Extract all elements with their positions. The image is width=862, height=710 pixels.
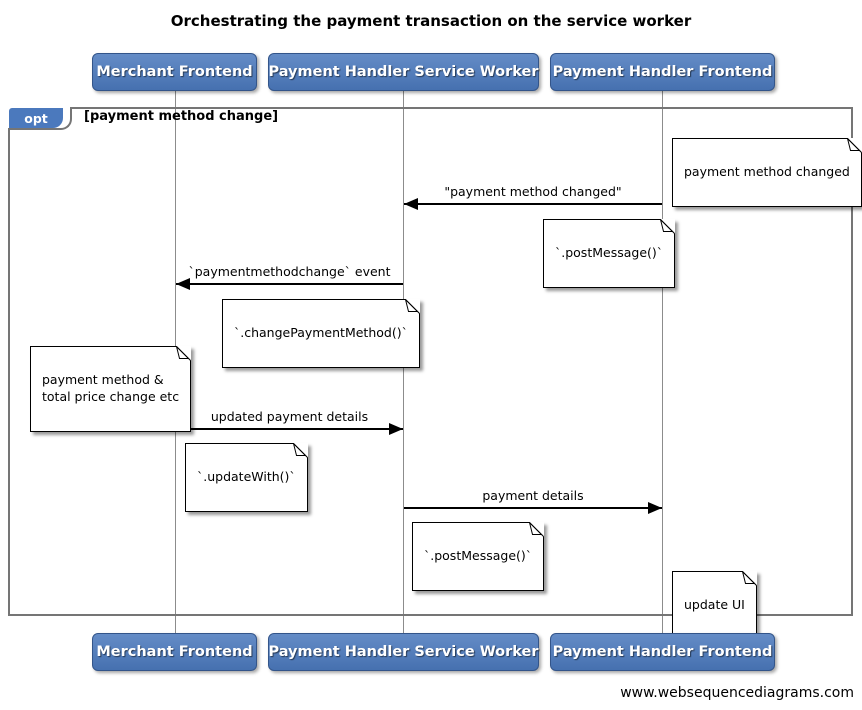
message-label: payment details	[482, 488, 584, 503]
arrowhead-right-icon	[389, 423, 403, 435]
note-fold-icon	[176, 346, 192, 361]
diagram-title: Orchestrating the payment transaction on…	[170, 12, 692, 30]
note-text: `.postMessage()`	[424, 547, 533, 563]
message-updated-payment-details: updated payment details	[176, 406, 403, 435]
actor-box-merchant-frontend-bottom: Merchant Frontend	[92, 633, 257, 671]
message-label: "payment method changed"	[444, 184, 622, 199]
message-line	[404, 203, 662, 205]
note-text: `.postMessage()`	[555, 244, 664, 260]
note-changepaymentmethod: `.changePaymentMethod()`	[222, 299, 420, 368]
note-text: payment method changed	[684, 163, 850, 179]
actor-box-payment-handler-frontend-bottom: Payment Handler Frontend	[550, 633, 775, 671]
note-fold-icon	[404, 299, 420, 314]
arrowhead-right-icon	[648, 502, 662, 514]
note-text: `.changePaymentMethod()`	[234, 324, 408, 340]
note-postmessage-2: `.postMessage()`	[412, 522, 545, 591]
opt-guard-label: [payment method change]	[84, 109, 279, 124]
note-fold-icon	[846, 138, 862, 153]
note-fold-icon	[529, 522, 545, 537]
opt-frame	[8, 107, 853, 616]
message-line	[404, 507, 662, 509]
actor-box-payment-handler-frontend-top: Payment Handler Frontend	[550, 53, 775, 91]
note-text: update UI	[684, 596, 745, 612]
note-payment-method-changed: payment method changed	[672, 138, 862, 207]
note-fold-icon	[292, 443, 308, 458]
note-fold-icon	[660, 219, 676, 234]
actor-box-merchant-frontend-top: Merchant Frontend	[92, 53, 257, 91]
watermark-link: www.websequencediagrams.com	[620, 685, 854, 701]
note-payment-method-total-price: payment method & total price change etc	[30, 346, 192, 432]
message-line	[176, 428, 403, 430]
message-label: updated payment details	[210, 409, 369, 424]
arrowhead-left-icon	[404, 198, 418, 210]
note-postmessage-1: `.postMessage()`	[543, 219, 676, 288]
lifeline-payment-handler-frontend	[662, 91, 663, 633]
note-text: `.updateWith()`	[197, 468, 296, 484]
arrowhead-left-icon	[176, 278, 190, 290]
actor-box-payment-handler-service-worker-top: Payment Handler Service Worker	[268, 53, 539, 91]
note-text: payment method & total price change etc	[42, 371, 180, 404]
opt-operator-tab: opt	[9, 108, 63, 128]
message-paymentmethodchange-event: `paymentmethodchange` event	[176, 261, 403, 290]
message-label: `paymentmethodchange` event	[188, 264, 391, 279]
actor-box-payment-handler-service-worker-bottom: Payment Handler Service Worker	[268, 633, 539, 671]
note-fold-icon	[741, 571, 757, 586]
note-update-ui: update UI	[672, 571, 757, 640]
message-payment-details: payment details	[404, 485, 662, 514]
note-updatewith: `.updateWith()`	[185, 443, 308, 512]
message-payment-method-changed: "payment method changed"	[404, 181, 662, 210]
message-line	[176, 283, 403, 285]
